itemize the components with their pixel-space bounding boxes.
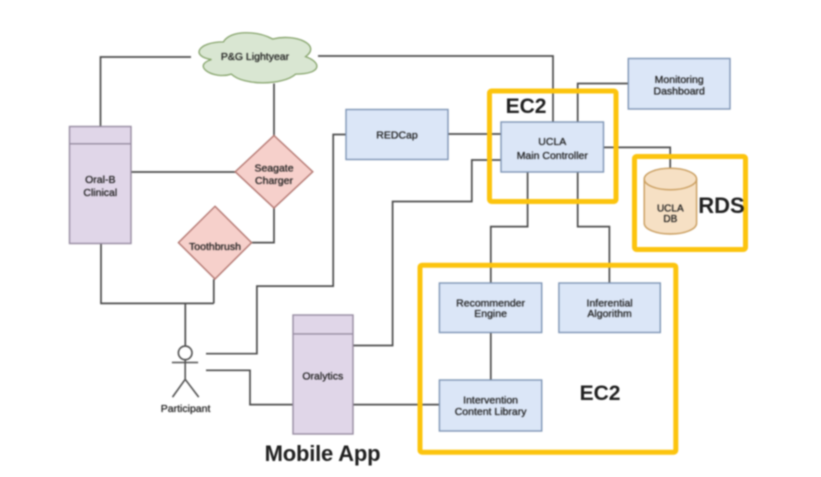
svg-text:Dashboard: Dashboard xyxy=(654,86,706,98)
svg-text:Engine: Engine xyxy=(474,308,507,320)
svg-text:Intervention: Intervention xyxy=(463,394,518,406)
svg-text:P&G Lightyear: P&G Lightyear xyxy=(221,51,290,63)
svg-text:Seagate: Seagate xyxy=(254,163,293,175)
svg-text:Monitoring: Monitoring xyxy=(655,74,704,86)
svg-text:Recommender: Recommender xyxy=(456,298,525,310)
svg-text:UCLA: UCLA xyxy=(538,136,566,148)
svg-text:Main Controller: Main Controller xyxy=(517,150,589,162)
svg-text:Content Library: Content Library xyxy=(455,406,528,418)
svg-text:Clinical: Clinical xyxy=(83,187,117,199)
svg-text:Mobile App: Mobile App xyxy=(265,441,381,466)
svg-text:Inferential: Inferential xyxy=(587,298,633,310)
svg-text:Toothbrush: Toothbrush xyxy=(189,241,241,253)
svg-text:EC2: EC2 xyxy=(580,382,621,405)
svg-text:Participant: Participant xyxy=(161,403,211,415)
svg-text:DB: DB xyxy=(663,214,677,225)
svg-text:Charger: Charger xyxy=(255,175,293,187)
svg-text:UCLA: UCLA xyxy=(657,204,684,215)
svg-text:RDS: RDS xyxy=(698,193,744,218)
svg-text:Algorithm: Algorithm xyxy=(587,308,632,320)
svg-text:Oralytics: Oralytics xyxy=(302,371,343,383)
svg-text:EC2: EC2 xyxy=(506,95,547,118)
svg-text:REDCap: REDCap xyxy=(376,129,418,141)
svg-text:Oral-B: Oral-B xyxy=(85,174,115,186)
